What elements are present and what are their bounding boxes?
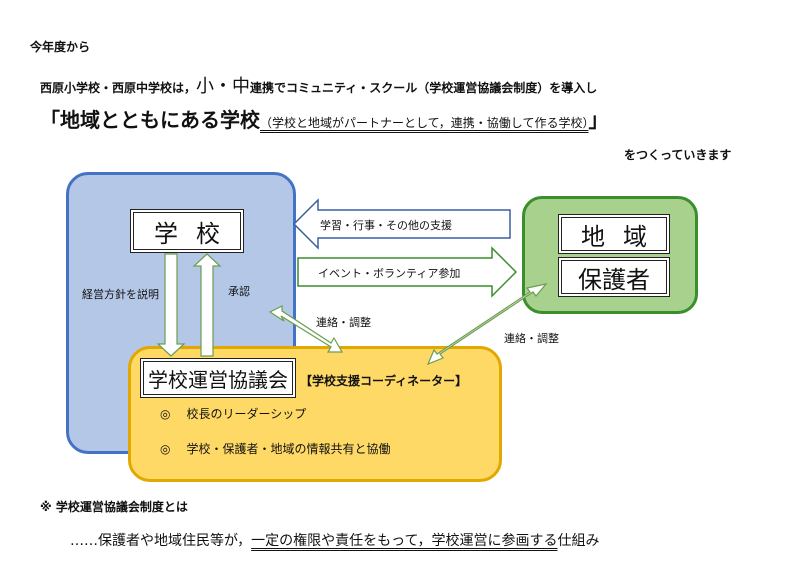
liaison-arrow-1 xyxy=(268,305,344,353)
line1-pre: 西原小学校・西原中学校は， xyxy=(40,81,197,95)
bullet-text-1: 校長のリーダーシップ xyxy=(186,407,307,421)
liaison-label-2: 連絡・調整 xyxy=(504,332,559,345)
coordinator-label: 【学校支援コーディネーター】 xyxy=(300,374,468,388)
note-body-pre: ……保護者や地域住民等が， xyxy=(70,533,252,549)
bullet-item-2: ◎ 学校・保護者・地域の情報共有と協働 xyxy=(160,440,391,457)
event-arrow-label: イベント・ボランティア参加 xyxy=(318,267,461,280)
note-title: ※ 学校運営協議会制度とは xyxy=(40,500,188,514)
approve-label: 承認 xyxy=(228,285,250,298)
note-body-underlined: 一定の権限や責任をもって，学校運営に参画する xyxy=(251,533,558,549)
line1-post: 連携でコミュニティ・スクール（学校運営協議会制度）を導入し xyxy=(250,81,598,95)
note-body: ……保護者や地域住民等が，一定の権限や責任をもって，学校運営に参画する仕組み xyxy=(70,530,600,550)
liaison-arrow-2 xyxy=(426,283,548,366)
school-label: 学校 xyxy=(130,209,244,253)
explain-label: 経営方針を説明 xyxy=(82,288,159,301)
bullet-item-1: ◎ 校長のリーダーシップ xyxy=(160,405,306,422)
region-label: 地域 xyxy=(558,214,670,254)
liaison-label-1: 連絡・調整 xyxy=(316,316,371,329)
council-label: 学校運営協議会 xyxy=(140,358,296,398)
headline-close: 」 xyxy=(588,108,609,132)
bullet-text-2: 学校・保護者・地域の情報共有と協働 xyxy=(186,442,391,456)
support-arrow-label: 学習・行事・その他の支援 xyxy=(320,219,452,232)
headline-paren: （学校と地域がパートナーとして，連携・協働して作る学校） xyxy=(260,116,589,130)
guardians-label: 保護者 xyxy=(558,257,670,297)
support-arrow xyxy=(292,198,511,250)
intro-line-1: 西原小学校・西原中学校は，小・中連携でコミュニティ・スクール（学校運営協議会制度… xyxy=(40,72,597,98)
headline-main: 「地域とともにある学校 xyxy=(40,108,260,132)
note-body-post: 仕組み xyxy=(557,533,600,549)
bullet-mark-1: ◎ xyxy=(160,407,171,421)
approve-arrow xyxy=(192,253,222,357)
headline: 「地域とともにある学校（学校と地域がパートナーとして，連携・協働して作る学校）」 xyxy=(40,104,608,133)
event-arrow xyxy=(297,246,518,298)
line1-big: 小・中 xyxy=(196,76,251,97)
intro-line-3: をつくっていきます xyxy=(624,148,732,162)
explain-arrow xyxy=(156,253,186,357)
bullet-mark-2: ◎ xyxy=(160,442,171,456)
intro-text: 今年度から xyxy=(30,40,91,54)
